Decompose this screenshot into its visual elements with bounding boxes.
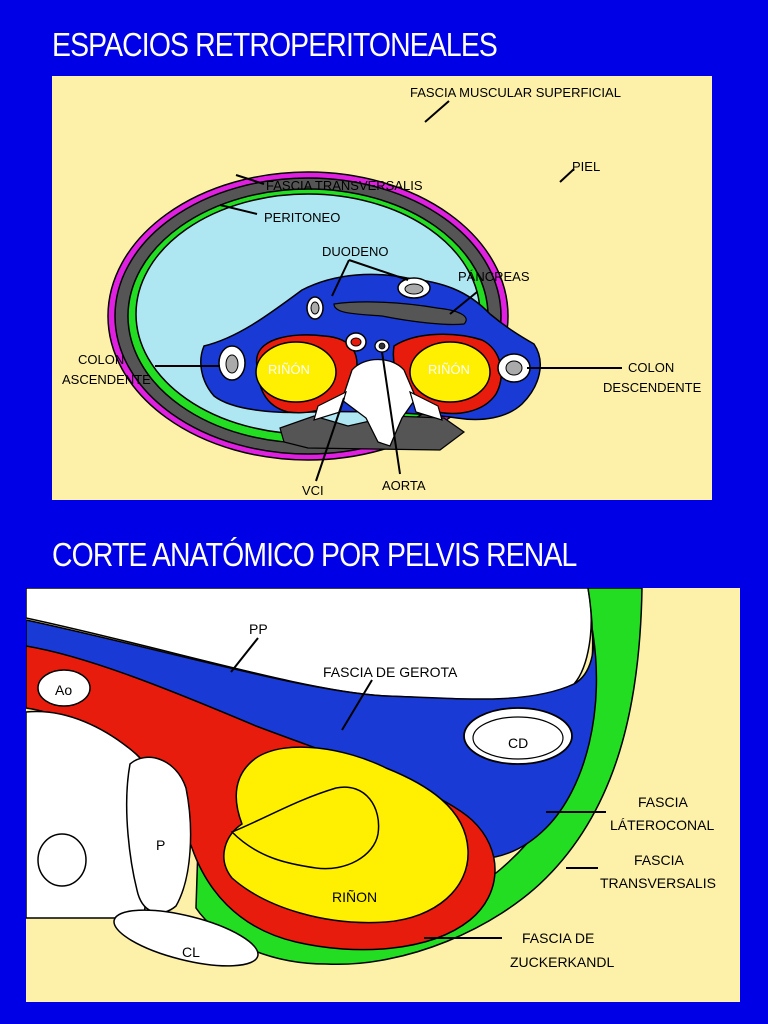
spinal-canal xyxy=(37,833,87,887)
label-peritoneo: PERITONEO xyxy=(264,210,340,225)
colon-descending-inner xyxy=(472,716,564,760)
vertebra-process-right xyxy=(409,390,443,421)
label-cl: CL xyxy=(182,944,200,960)
renal-pelvis xyxy=(230,786,380,870)
aorta xyxy=(37,669,91,707)
posterior-muscles xyxy=(279,415,466,451)
psoas-muscle xyxy=(125,756,192,914)
label-fascia-zuckerkandl-1: FASCIA DE xyxy=(522,930,594,946)
label-vci: VCI xyxy=(302,483,324,498)
label-aorta: AORTA xyxy=(382,478,426,493)
label-fascia-lateroconal-1: FASCIA xyxy=(638,794,688,810)
quadratus-lumborum xyxy=(113,909,259,967)
label-pp: PP xyxy=(249,621,268,637)
retroperitoneal-spaces-diagram: FASCIA MUSCULAR SUPERFICIAL PIEL FASCIA … xyxy=(52,76,712,500)
label-ao: Ao xyxy=(55,682,72,698)
label-rinon: RIÑON xyxy=(332,889,377,905)
label-fascia-zuckerkandl-2: ZUCKERKANDL xyxy=(510,954,614,970)
pancreas xyxy=(333,301,467,326)
label-fascia-lateroconal-2: LÁTEROCONAL xyxy=(610,817,714,833)
retroperitoneal-cross-section: FASCIA MUSCULAR SUPERFICIAL PIEL FASCIA … xyxy=(62,85,702,498)
label-colon-descendente-2: DESCENDENTE xyxy=(603,380,702,395)
renal-pelvis-cross-section: PP FASCIA DE GEROTA Ao CD P RIÑON CL FAS… xyxy=(26,588,716,970)
label-duodeno: DUODENO xyxy=(322,244,388,259)
label-pancreas: PÁNCREAS xyxy=(458,269,530,284)
label-fascia-transversalis-2: TRANSVERSALIS xyxy=(600,875,716,891)
label-rinon-left: RIÑÓN xyxy=(268,362,310,377)
duodenum-left-lumen xyxy=(310,301,320,315)
label-colon-descendente-1: COLON xyxy=(628,360,674,375)
colon-ascending-lumen xyxy=(225,354,239,374)
duodenum-top-lumen xyxy=(404,283,424,295)
kidney-right xyxy=(409,341,491,403)
kidney-left xyxy=(255,341,337,403)
label-rinon-right: RIÑÓN xyxy=(428,362,470,377)
label-colon-ascendente-1: COLON xyxy=(78,352,124,367)
label-fascia-muscular: FASCIA MUSCULAR SUPERFICIAL xyxy=(410,85,621,100)
inferior-vena-cava-lumen xyxy=(350,337,362,347)
renal-pelvis-section-diagram: PP FASCIA DE GEROTA Ao CD P RIÑON CL FAS… xyxy=(26,588,740,1002)
aorta-lumen xyxy=(378,342,386,350)
vertebra xyxy=(341,358,417,447)
label-piel: PIEL xyxy=(572,159,600,174)
label-cd: CD xyxy=(508,735,528,751)
label-p: P xyxy=(156,837,165,853)
title-renal-pelvis-section: CORTE ANATÓMICO POR PELVIS RENAL xyxy=(52,536,577,573)
label-fascia-gerota: FASCIA DE GEROTA xyxy=(323,664,458,680)
label-fascia-transversalis: FASCIA TRANSVERSALIS xyxy=(266,178,423,193)
label-fascia-transversalis-1: FASCIA xyxy=(634,852,684,868)
label-colon-ascendente-2: ASCENDENTE xyxy=(62,372,151,387)
title-retroperitoneal-spaces: ESPACIOS RETROPERITONEALES xyxy=(52,26,498,63)
colon-descending-lumen xyxy=(505,360,523,376)
